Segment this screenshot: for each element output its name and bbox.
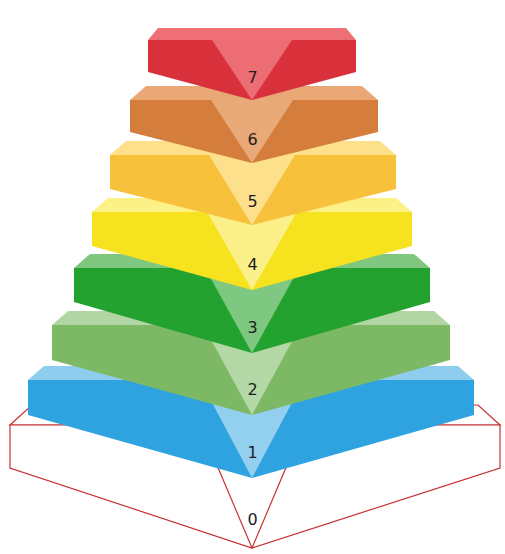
layer-2 — [52, 311, 450, 415]
level-number: 7 — [247, 70, 257, 86]
pyramid-level: 2 — [245, 381, 260, 399]
level-number: 5 — [247, 194, 257, 210]
pyramid-level: 7 — [245, 69, 260, 87]
level-number: 3 — [247, 320, 257, 336]
level-number: 0 — [247, 512, 257, 528]
level-number: 1 — [247, 445, 257, 461]
layer-1 — [28, 366, 474, 478]
level-number: 6 — [247, 132, 257, 148]
pyramid-level: 3 — [245, 319, 260, 337]
layer-7 — [148, 28, 356, 100]
level-number: 2 — [247, 382, 257, 398]
pyramid-level: 0 — [245, 511, 260, 529]
pyramid-level: 4 — [245, 256, 260, 274]
layer-3 — [74, 254, 430, 353]
pyramid-level: 1 — [245, 444, 260, 462]
pyramid-level: 5 — [245, 193, 260, 211]
level-number: 4 — [247, 257, 257, 273]
pyramid-level: 6 — [245, 131, 260, 149]
